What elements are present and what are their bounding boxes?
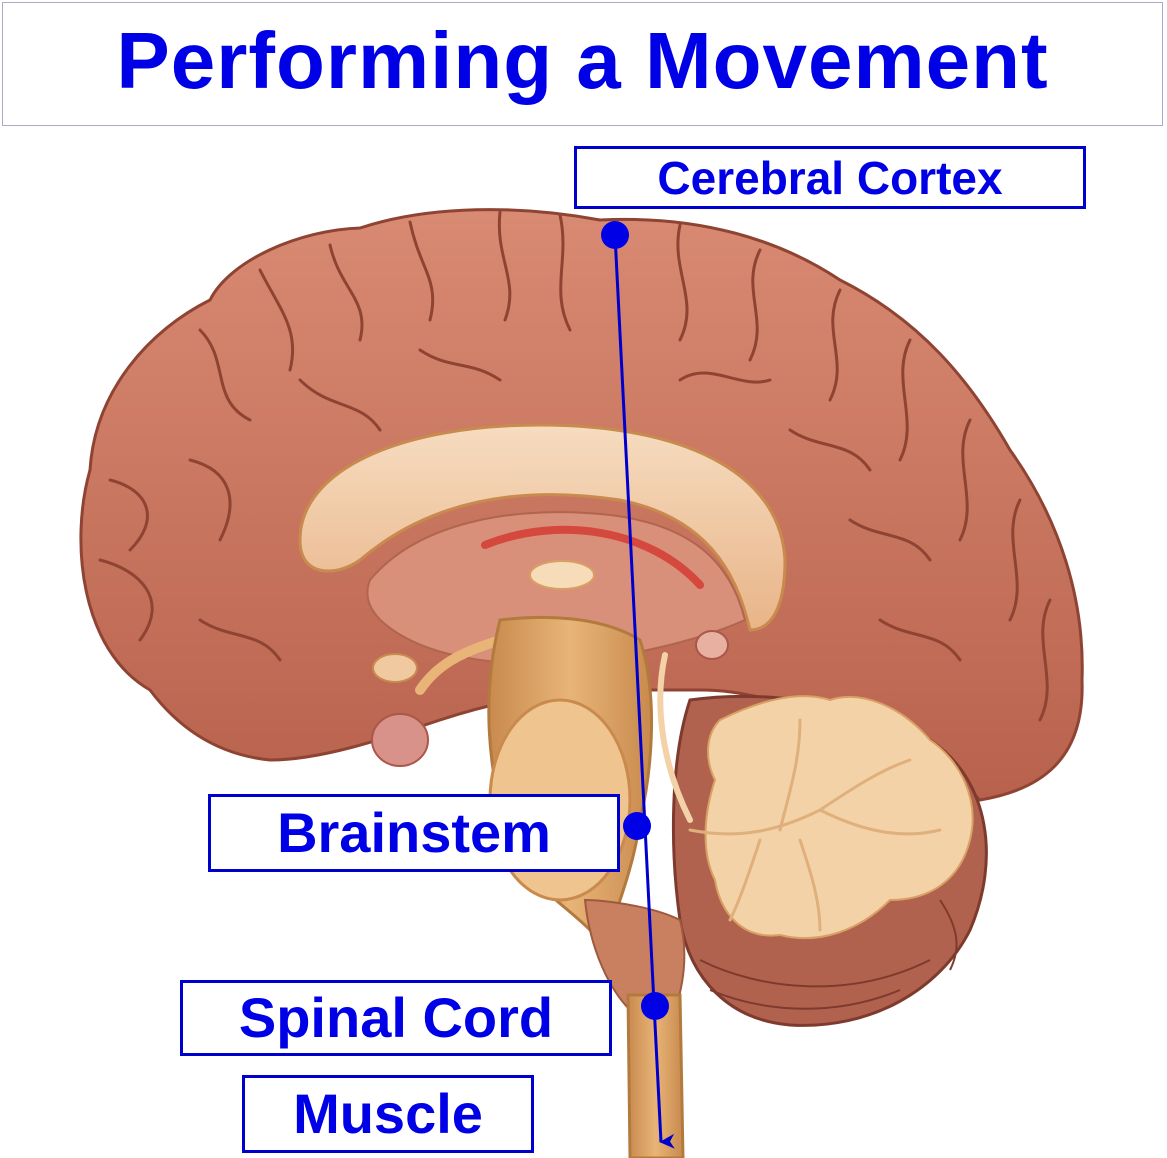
label-brainstem: Brainstem [208, 794, 620, 872]
spinal-cord-node-dot [641, 992, 669, 1020]
label-muscle-text: Muscle [293, 1082, 483, 1145]
motor-pathway-arrow [613, 234, 675, 1149]
label-cerebral-cortex-text: Cerebral Cortex [657, 151, 1003, 204]
page-title: Performing a Movement [116, 16, 1049, 105]
label-spinal-cord: Spinal Cord [180, 980, 612, 1056]
thalamus-shape [529, 560, 595, 590]
pituitary-shape [371, 713, 429, 767]
brainstem-node-dot [623, 812, 651, 840]
cerebral-aqueduct-line [657, 652, 693, 823]
arbor-vitae-shape [704, 695, 974, 939]
gyri-lines [98, 210, 1052, 722]
label-cerebral-cortex: Cerebral Cortex [574, 146, 1086, 209]
fornix-line [481, 525, 704, 589]
cortex-node-dot [601, 221, 629, 249]
optic-chiasm-shape [372, 653, 418, 683]
label-muscle: Muscle [242, 1075, 534, 1153]
corpus-callosum-shape [298, 423, 787, 632]
label-brainstem-text: Brainstem [277, 801, 551, 864]
mammillary-shape [695, 630, 729, 660]
pituitary-stalk [415, 635, 505, 695]
medulla-shape [583, 898, 686, 1011]
label-spinal-cord-text: Spinal Cord [238, 986, 554, 1049]
arbor-branches [688, 718, 942, 932]
title-banner: Performing a Movement [2, 2, 1163, 126]
cerebellum-folia [699, 899, 958, 1010]
